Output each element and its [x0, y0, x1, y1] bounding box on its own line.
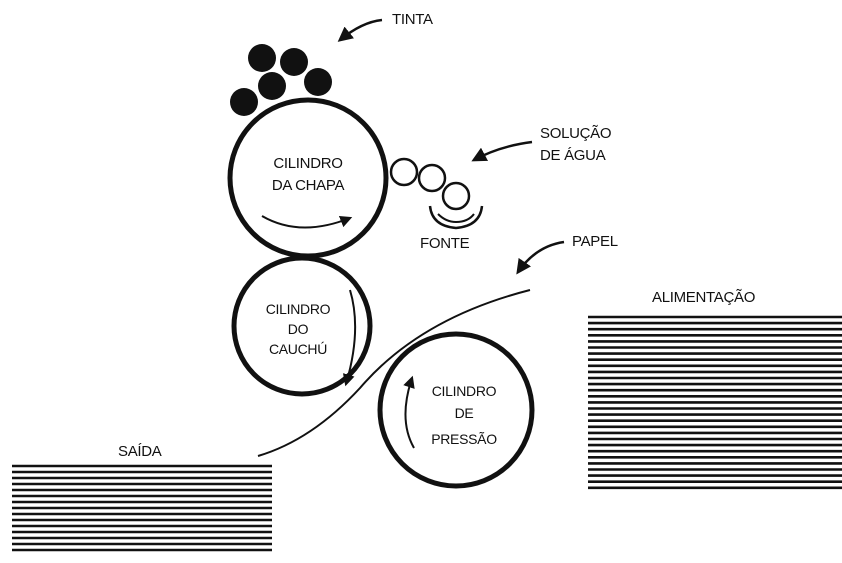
arrow-solucao — [471, 140, 533, 162]
ink-roller — [280, 48, 308, 76]
cylinder-pressao: CILINDRO DE PRESSÃO — [377, 331, 535, 489]
arrow-papel — [516, 240, 565, 275]
fountain-water-icon — [437, 213, 475, 224]
paper-stack-alimentacao — [588, 315, 842, 490]
pressure-cylinder-circle — [377, 331, 535, 489]
water-roller — [441, 181, 471, 211]
label-fonte: FONTE — [420, 235, 470, 252]
cylinder-cauchu-line-1: CILINDRO — [266, 301, 331, 317]
cylinder-cauchu: CILINDRO DO CAUCHÚ — [231, 255, 373, 397]
label-saida: SAÍDA — [118, 443, 162, 460]
paper-path — [257, 289, 531, 457]
label-alimentacao: ALIMENTAÇÃO — [652, 289, 755, 306]
rotation-arrow-cauchu — [342, 289, 357, 387]
ink-rollers — [230, 44, 332, 116]
ink-roller — [258, 72, 286, 100]
water-roller — [417, 163, 447, 193]
cylinder-pressao-line-1: CILINDRO — [432, 383, 497, 399]
cylinder-cauchu-line-3: CAUCHÚ — [269, 341, 327, 357]
ink-roller — [304, 68, 332, 96]
ink-roller — [248, 44, 276, 72]
water-roller — [389, 157, 419, 187]
water-rollers — [389, 157, 484, 230]
label-papel: PAPEL — [572, 233, 618, 250]
label-solucao-line-1: SOLUÇÃO — [540, 125, 611, 142]
label-tinta: TINTA — [392, 11, 433, 28]
ink-roller — [230, 88, 258, 116]
cylinder-chapa: CILINDRO DA CHAPA — [227, 97, 389, 259]
cylinder-chapa-line-2: DA CHAPA — [272, 177, 345, 194]
arrow-tinta — [337, 18, 383, 42]
label-solucao-line-2: DE ÁGUA — [540, 147, 606, 164]
blanket-cylinder-circle — [231, 255, 373, 397]
paper-stack-saida — [12, 464, 272, 552]
cylinder-chapa-line-1: CILINDRO — [273, 155, 342, 172]
fountain-tray-icon — [428, 205, 484, 230]
rotation-arrow-chapa — [261, 215, 353, 229]
cylinder-pressao-line-3: PRESSÃO — [431, 431, 497, 447]
rotation-arrow-pressao — [403, 375, 415, 449]
cylinder-pressao-line-2: DE — [455, 405, 474, 421]
cylinder-cauchu-line-2: DO — [288, 321, 309, 337]
